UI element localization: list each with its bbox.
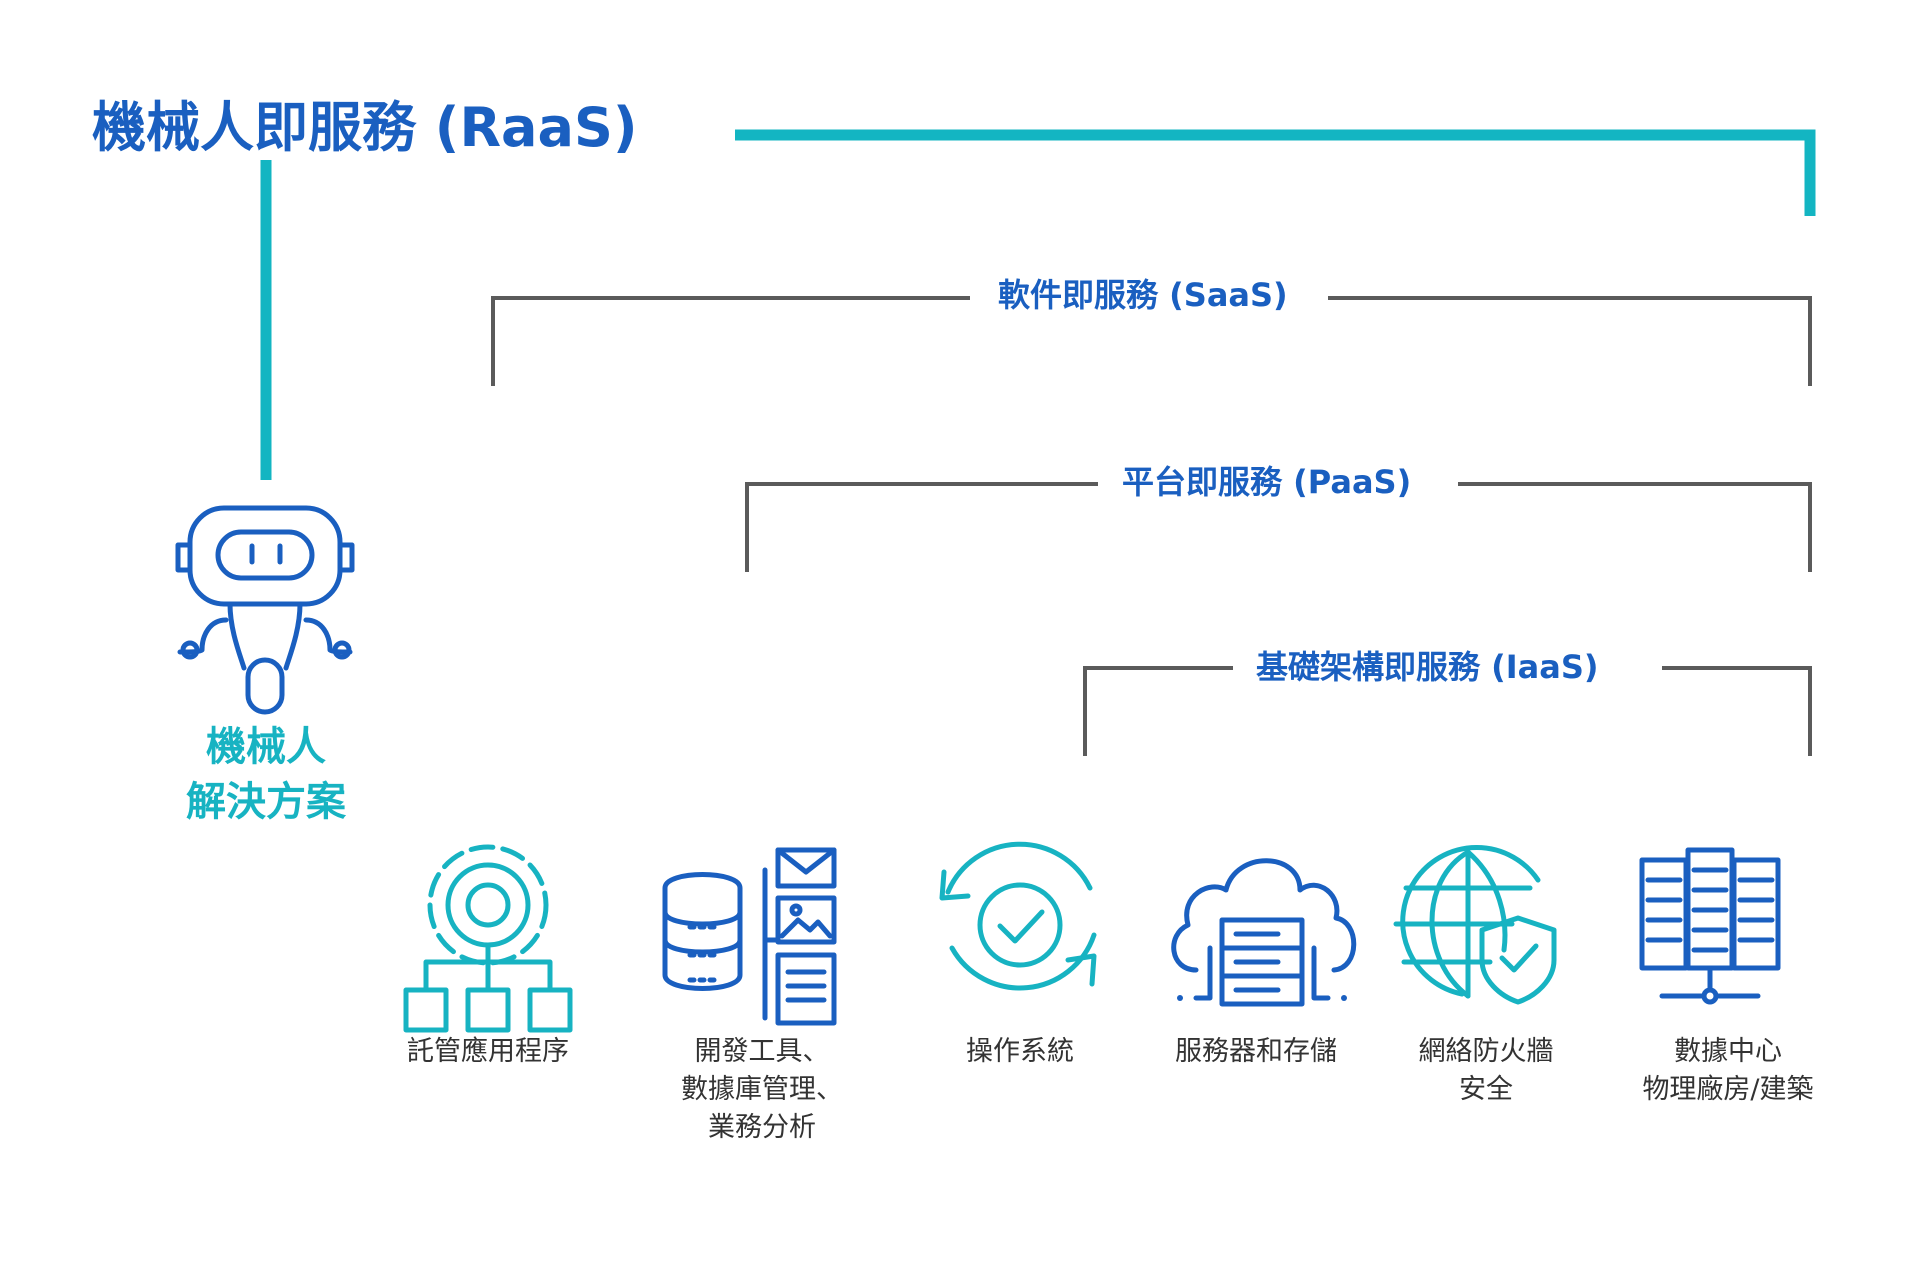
item-label: 網絡防火牆 — [1419, 1036, 1554, 1067]
robot-label-line1: 機械人 — [206, 724, 326, 770]
item-label: 業務分析 — [708, 1112, 816, 1143]
cloud-server-icon — [1171, 858, 1357, 1007]
database-documents-icon — [662, 847, 837, 1026]
robot-label-line2: 解決方案 — [186, 779, 347, 825]
item-label: 安全 — [1459, 1074, 1513, 1105]
item-label: 開發工具、 — [695, 1036, 830, 1067]
item-label: 操作系統 — [966, 1036, 1074, 1067]
saas-bracket-right — [1328, 296, 1812, 386]
gear-network-icon — [403, 844, 573, 1033]
item-label: 數據庫管理、 — [681, 1074, 843, 1105]
robot-icon — [175, 505, 355, 715]
globe-shield-icon — [1393, 844, 1557, 1005]
iaas-bracket-left — [1083, 666, 1233, 756]
raas-bracket-line — [735, 129, 1816, 216]
paas-bracket-right — [1458, 482, 1812, 572]
iaas-bracket-right — [1662, 666, 1812, 756]
raas-title: 機械人即服務 (RaaS) — [92, 96, 638, 159]
item-label: 數據中心 — [1674, 1036, 1782, 1067]
refresh-check-icon — [939, 841, 1097, 991]
item-label: 物理廠房/建築 — [1642, 1074, 1813, 1105]
paas-title: 平台即服務 (PaaS) — [1122, 463, 1411, 501]
saas-title: 軟件即服務 (SaaS) — [998, 276, 1288, 314]
server-rack-icon — [1639, 847, 1781, 1005]
saas-bracket-left — [491, 296, 970, 386]
iaas-title: 基礎架構即服務 (IaaS) — [1256, 648, 1599, 686]
item-label: 服務器和存儲 — [1175, 1036, 1337, 1067]
paas-bracket-left — [745, 482, 1098, 572]
item-label: 託管應用程序 — [407, 1036, 569, 1067]
